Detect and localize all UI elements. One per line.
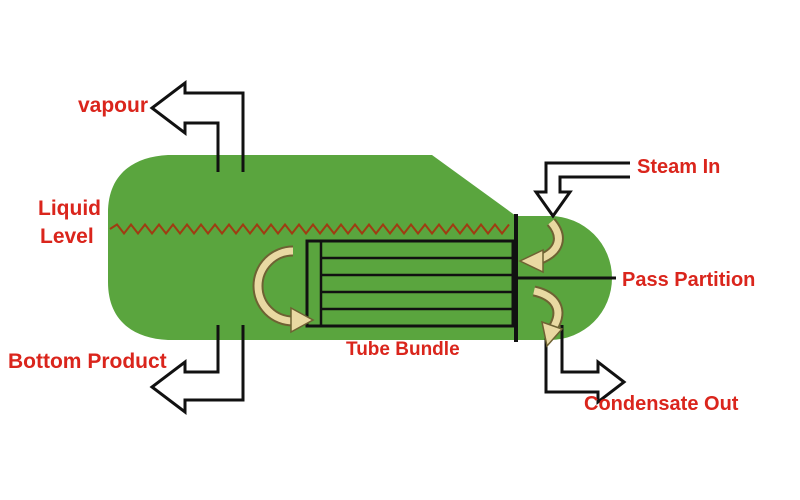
condensate-pass-flow-arrow [532, 285, 564, 348]
label-bottom-product: Bottom Product [8, 350, 167, 373]
label-steam-in: Steam In [637, 156, 720, 178]
bottom-product-arrow-outline [149, 325, 245, 416]
circulation-arrow-body [254, 247, 294, 325]
label-vapour: vapour [78, 94, 148, 117]
tube-bundle [305, 239, 515, 328]
steam-in-arrow [533, 161, 630, 219]
condensate-arrow-outline [544, 325, 627, 406]
vapour-arrow-fill [152, 83, 243, 155]
condensate-arrow-fill [546, 340, 624, 402]
steam-pass-flow-arrow [518, 218, 564, 274]
condensate-out-arrow [544, 325, 627, 406]
label-liquid-level-line2: Level [40, 225, 94, 248]
bottom-product-arrow [149, 325, 245, 416]
label-liquid-level-line1: Liquid [38, 197, 101, 220]
condensate-pass-arrow-body [533, 287, 562, 330]
vessel-shell [108, 155, 612, 340]
liquid-level-line [109, 222, 510, 236]
circulation-arrow-head-icon [290, 306, 315, 334]
label-pass-partition: Pass Partition [622, 269, 755, 291]
tube-bundle-frame [305, 239, 515, 328]
label-tube-bundle: Tube Bundle [346, 339, 460, 360]
vapour-arrow-outline [149, 79, 245, 172]
circulation-flow-arrow [252, 245, 315, 334]
steam-pass-arrow-head-icon [518, 248, 544, 274]
label-condensate-out: Condensate Out [584, 393, 739, 415]
steam-in-arrow-outline [533, 161, 630, 219]
vapour-outlet-arrow [149, 79, 245, 172]
condensate-pass-arrow-head-icon [540, 320, 564, 348]
bottom-product-arrow-fill [152, 340, 243, 412]
